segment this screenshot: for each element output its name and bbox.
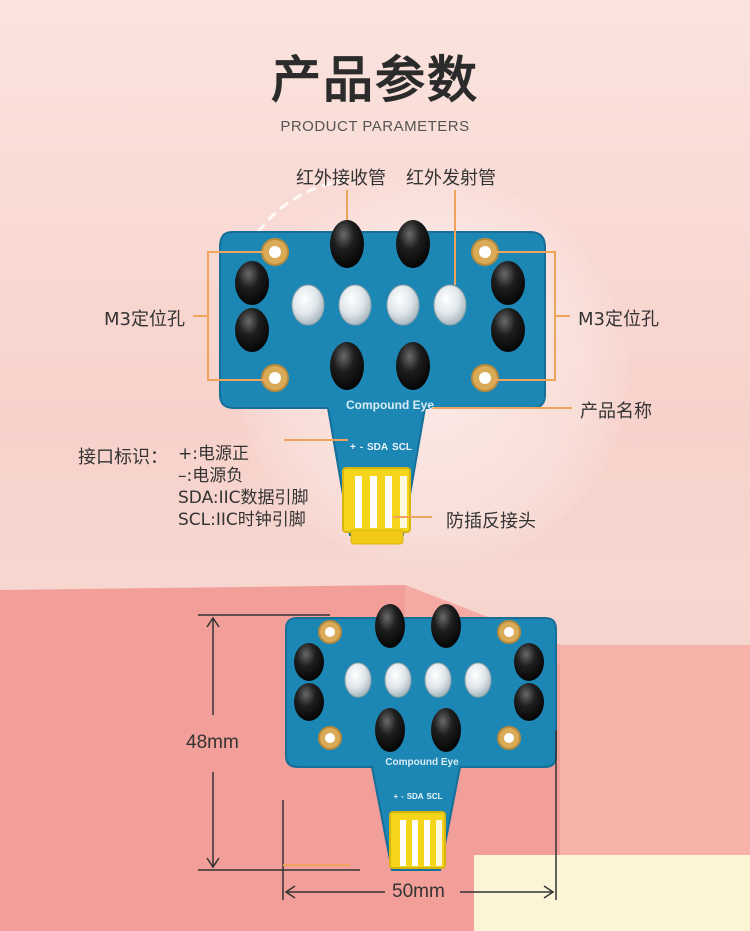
ir-emitter-leds [291, 284, 467, 326]
interface-line: SCL:IIC时钟引脚 [178, 510, 306, 530]
label-m3-right: M3定位孔 [578, 309, 659, 330]
page-title: 产品参数 [271, 51, 479, 109]
label-ir-emitter: 红外发射管 [406, 168, 496, 189]
pin-label: SDA [366, 442, 389, 453]
interface-line: –:电源负 [178, 466, 244, 486]
interface-list: +:电源正 –:电源负 SDA:IIC数据引脚 SCL:IIC时钟引脚 [178, 443, 309, 531]
background-yellow-box [474, 855, 750, 931]
pin-label: SCL [426, 792, 443, 801]
pin-label: - [359, 442, 364, 453]
label-product-name: 产品名称 [580, 401, 652, 422]
pin-label: SDA [406, 792, 424, 801]
pin-label: + [349, 442, 356, 453]
silkscreen-label: Compound Eye [345, 398, 434, 412]
interface-line: +:电源正 [178, 444, 249, 464]
interface-line: SDA:IIC数据引脚 [178, 488, 309, 508]
label-ir-receiver: 红外接收管 [296, 168, 386, 189]
pin-label: - [401, 792, 404, 801]
label-m3-left: M3定位孔 [104, 309, 185, 330]
height-dimension: 48mm [186, 732, 239, 753]
label-connector: 防插反接头 [446, 511, 536, 532]
silkscreen-label-small: Compound Eye [385, 757, 459, 768]
pin-labels-small: + - SDA SCL [392, 792, 444, 801]
width-dimension: 50mm [392, 881, 445, 902]
pin-label: SCL [392, 442, 413, 453]
pin-label: + [393, 792, 399, 801]
label-interface-title: 接口标识： [78, 447, 168, 468]
page-subtitle: PRODUCT PARAMETERS [280, 118, 470, 135]
pin-labels: + - SDA SCL [348, 442, 414, 466]
ir-receiver-leds [235, 220, 525, 390]
